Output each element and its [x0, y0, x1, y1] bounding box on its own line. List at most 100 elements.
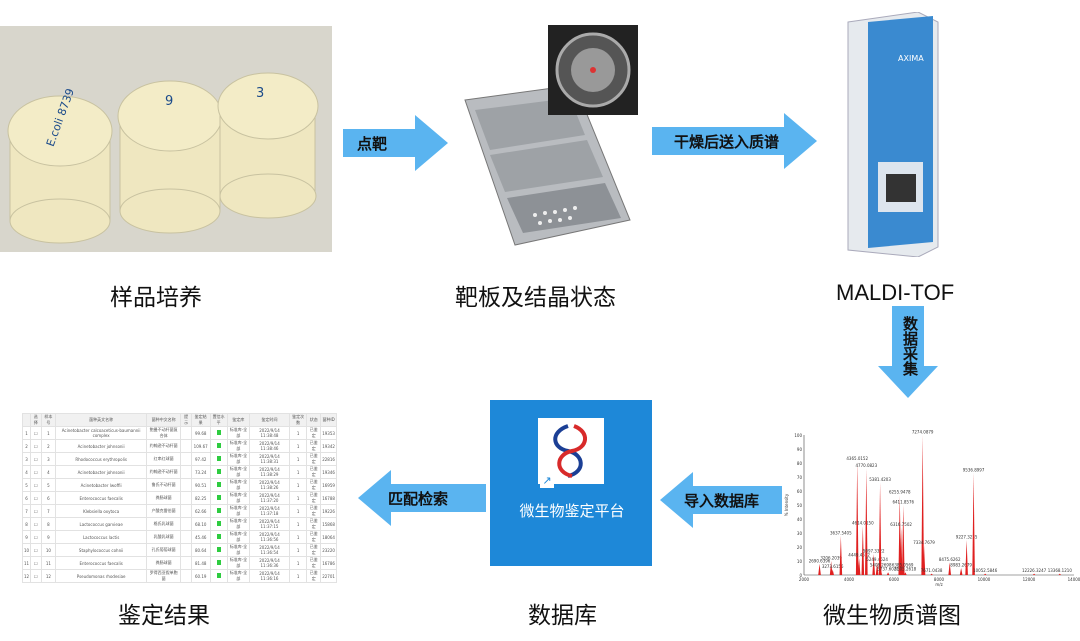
row-checkbox[interactable]: ☐ [30, 452, 42, 466]
table-cell: 已鉴定 [306, 582, 322, 583]
row-checkbox[interactable]: ☐ [30, 530, 42, 544]
column-header[interactable]: 提示 [180, 413, 192, 427]
table-cell: 9 [22, 530, 32, 544]
table-cell: Acinetobacter lwoffii [55, 478, 147, 492]
column-header[interactable]: 置信水平 [209, 413, 228, 427]
spectrum-peak [959, 568, 963, 575]
table-cell: 2022/9/14 11:36:03 [248, 582, 291, 583]
row-checkbox[interactable]: ☐ [30, 543, 42, 557]
confidence-indicator [209, 517, 228, 531]
table-cell: 已鉴定 [306, 543, 322, 557]
table-row[interactable]: 13☐13Agrobacterium tumefaciens根癌土壤杆菌68.2… [22, 582, 337, 583]
table-cell: 2022/9/14 11:36:16 [248, 569, 291, 583]
row-checkbox[interactable]: ☐ [30, 517, 42, 531]
table-cell: 粪肠球菌 [145, 491, 182, 505]
table-cell: 格氏乳球菌 [145, 517, 182, 531]
label-spectrum: 微生物质谱图 [823, 603, 961, 629]
table-cell: 约翰逊不动杆菌 [145, 439, 182, 453]
column-header[interactable]: 选择 [30, 413, 42, 427]
app-icon-label[interactable]: 微生物鉴定平台 [519, 502, 625, 520]
table-cell: 1 [289, 530, 308, 544]
y-tick-label: 30 [797, 531, 803, 536]
table-cell: 15868 [320, 517, 337, 531]
column-header[interactable]: 状态 [306, 413, 322, 427]
table-cell: 18064 [320, 530, 337, 544]
table-cell: 标准库-全部 [226, 530, 251, 544]
row-checkbox[interactable]: ☐ [30, 465, 42, 479]
row-checkbox[interactable]: ☐ [30, 439, 42, 453]
table-cell: 45.46 [190, 530, 211, 544]
table-cell: 9 [40, 530, 57, 544]
column-header[interactable]: 鉴定库 [226, 413, 251, 427]
y-tick-label: 60 [797, 489, 803, 494]
row-checkbox[interactable]: ☐ [30, 582, 42, 583]
table-cell: 10 [40, 543, 57, 557]
peak-label: 6385.0569 [892, 563, 914, 568]
table-cell: 3 [40, 452, 57, 466]
row-checkbox[interactable]: ☐ [30, 478, 42, 492]
column-header[interactable]: 菌种ID [320, 413, 337, 427]
table-cell: 标准库-全部 [226, 582, 251, 583]
table-cell: 1 [289, 504, 308, 518]
column-header[interactable] [22, 413, 32, 427]
peak-label: 8983.2679 [950, 563, 972, 568]
spectrum-peak [983, 573, 987, 575]
table-cell: 19226 [320, 504, 337, 518]
row-checkbox[interactable]: ☐ [30, 569, 42, 583]
row-checkbox[interactable]: ☐ [30, 556, 42, 570]
peak-label: 10052.5846 [973, 568, 998, 573]
spectrum-peak [875, 562, 879, 575]
column-header[interactable]: 样本号 [40, 413, 57, 427]
row-checkbox[interactable]: ☐ [30, 504, 42, 518]
column-header[interactable]: 鉴定次数 [289, 413, 308, 427]
peak-label: 5381.4203 [869, 477, 891, 482]
table-cell: 2 [40, 439, 57, 453]
table-cell: 90.51 [190, 478, 211, 492]
table-cell: 已鉴定 [306, 465, 322, 479]
table-cell: Klebsiella oxytoca [55, 504, 147, 518]
row-checkbox[interactable]: ☐ [30, 426, 42, 440]
confidence-indicator [209, 465, 228, 479]
table-cell: 已鉴定 [306, 517, 322, 531]
table-cell: 乳酸乳球菌 [145, 530, 182, 544]
table-cell: 22701 [320, 569, 337, 583]
table-cell: 99.68 [190, 426, 211, 440]
table-cell [180, 517, 192, 531]
peak-label: 8475.6262 [939, 557, 961, 562]
confidence-indicator [209, 439, 228, 453]
peak-label: 5249.4524 [866, 557, 888, 562]
database-panel: ↗ 微生物鉴定平台 [490, 400, 652, 566]
table-cell: 根癌土壤杆菌 [145, 582, 182, 583]
column-header[interactable]: 鉴定结果 [190, 413, 211, 427]
column-header[interactable]: 鉴定时间 [248, 413, 291, 427]
peak-label: 4614.0150 [852, 521, 874, 526]
spectrum-peak [886, 572, 890, 575]
column-header[interactable]: 菌种英文名称 [55, 413, 147, 427]
peak-label: 7274.0879 [912, 430, 934, 435]
table-cell: 2022/9/14 11:36:36 [248, 556, 291, 570]
table-cell: 1 [22, 426, 32, 440]
petri-dishes [7, 72, 319, 244]
row-checkbox[interactable]: ☐ [30, 491, 42, 505]
table-cell: Staphylococcus cohnii [55, 543, 147, 557]
table-cell: Lactococcus garvieae [55, 517, 147, 531]
column-header[interactable]: 菌种中文名称 [145, 413, 182, 427]
table-cell: 已鉴定 [306, 530, 322, 544]
table-cell: 1 [289, 556, 308, 570]
y-tick-label: 10 [797, 559, 803, 564]
table-cell: 2022/9/14 11:38:29 [248, 465, 291, 479]
identification-platform-app-icon[interactable] [538, 418, 604, 484]
table-cell: 1 [289, 582, 308, 583]
